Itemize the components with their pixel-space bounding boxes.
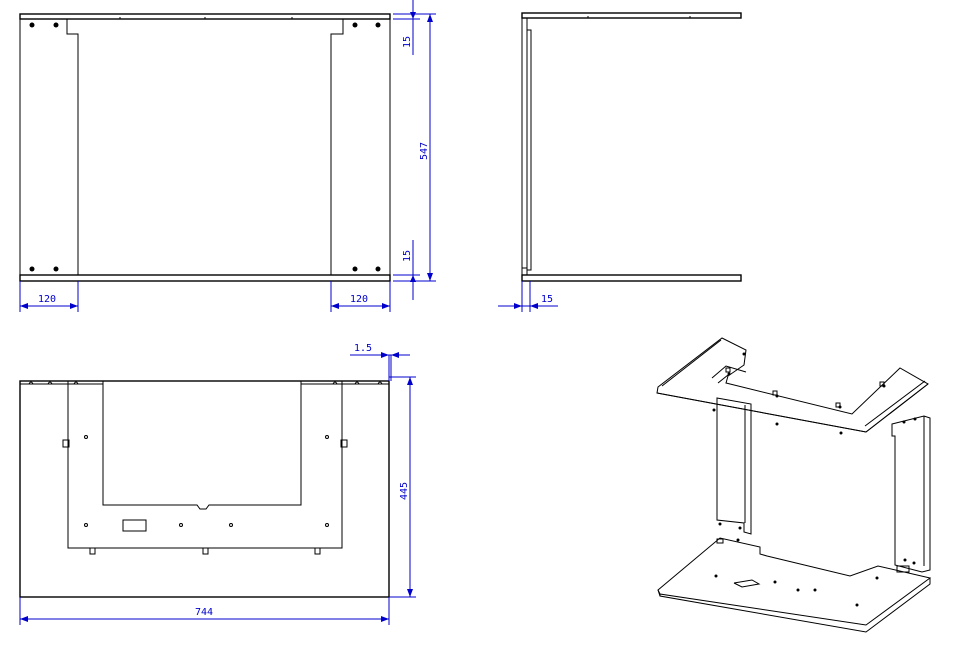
front-hole	[375, 266, 381, 272]
plan-view: 1.5 445 744	[19, 343, 416, 625]
front-hole	[53, 266, 59, 272]
iso-bottom-plate	[657, 537, 932, 626]
dim-label-thickness: 1.5	[354, 343, 372, 354]
front-hole	[29, 22, 35, 28]
front-hole	[352, 266, 358, 272]
front-bottom-flange	[19, 274, 391, 282]
dim-label-left-width: 120	[38, 294, 56, 305]
front-hole	[375, 22, 381, 28]
front-view: 15 547 15 120 120	[19, 0, 436, 312]
side-view: 15	[498, 12, 742, 312]
dim-label-height: 547	[419, 142, 430, 160]
dim-label-top: 15	[402, 36, 413, 48]
dim-label-depth: 445	[399, 482, 410, 500]
side-top-flange	[521, 12, 742, 19]
dim-label-width: 744	[195, 607, 213, 618]
plan-outline	[19, 380, 390, 598]
front-hole	[29, 266, 35, 272]
front-hole	[53, 22, 59, 28]
iso-left-panel	[716, 397, 752, 535]
dim-label-flange: 15	[541, 294, 553, 305]
front-left-panel	[66, 19, 79, 275]
plan-slot	[122, 519, 147, 532]
dim-label-bottom: 15	[402, 250, 413, 262]
front-right-panel	[330, 19, 344, 275]
isometric-view	[656, 337, 932, 633]
iso-right-panel	[891, 415, 931, 573]
front-hole	[352, 22, 358, 28]
plan-u-inner	[102, 381, 302, 510]
dim-label-right-width: 120	[350, 294, 368, 305]
side-bottom-flange	[521, 274, 742, 282]
